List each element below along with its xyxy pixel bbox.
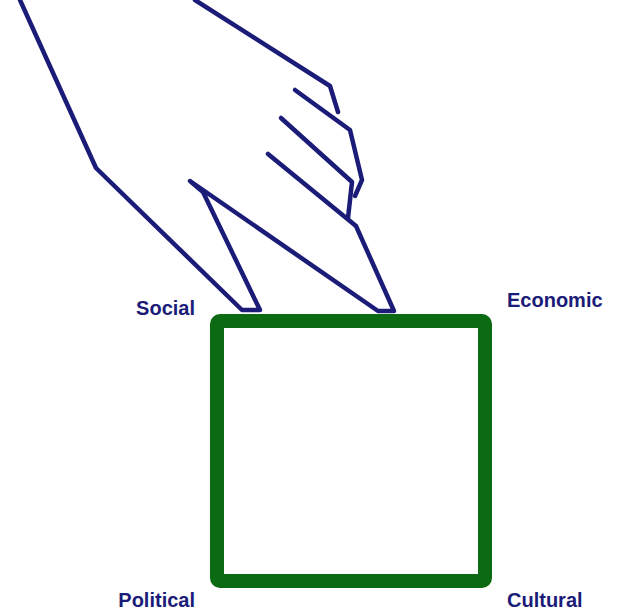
hand-fingers <box>20 0 394 311</box>
hand-knuckle <box>295 90 362 196</box>
square-outline <box>217 321 485 581</box>
hand-knuckle <box>281 118 352 218</box>
corner-label: Social <box>136 297 195 320</box>
hand-drawing <box>20 0 394 311</box>
hand-top <box>195 0 338 112</box>
corner-label: Economic <box>507 289 603 312</box>
corner-label: Political <box>118 589 195 612</box>
corner-label: Cultural <box>507 589 583 612</box>
